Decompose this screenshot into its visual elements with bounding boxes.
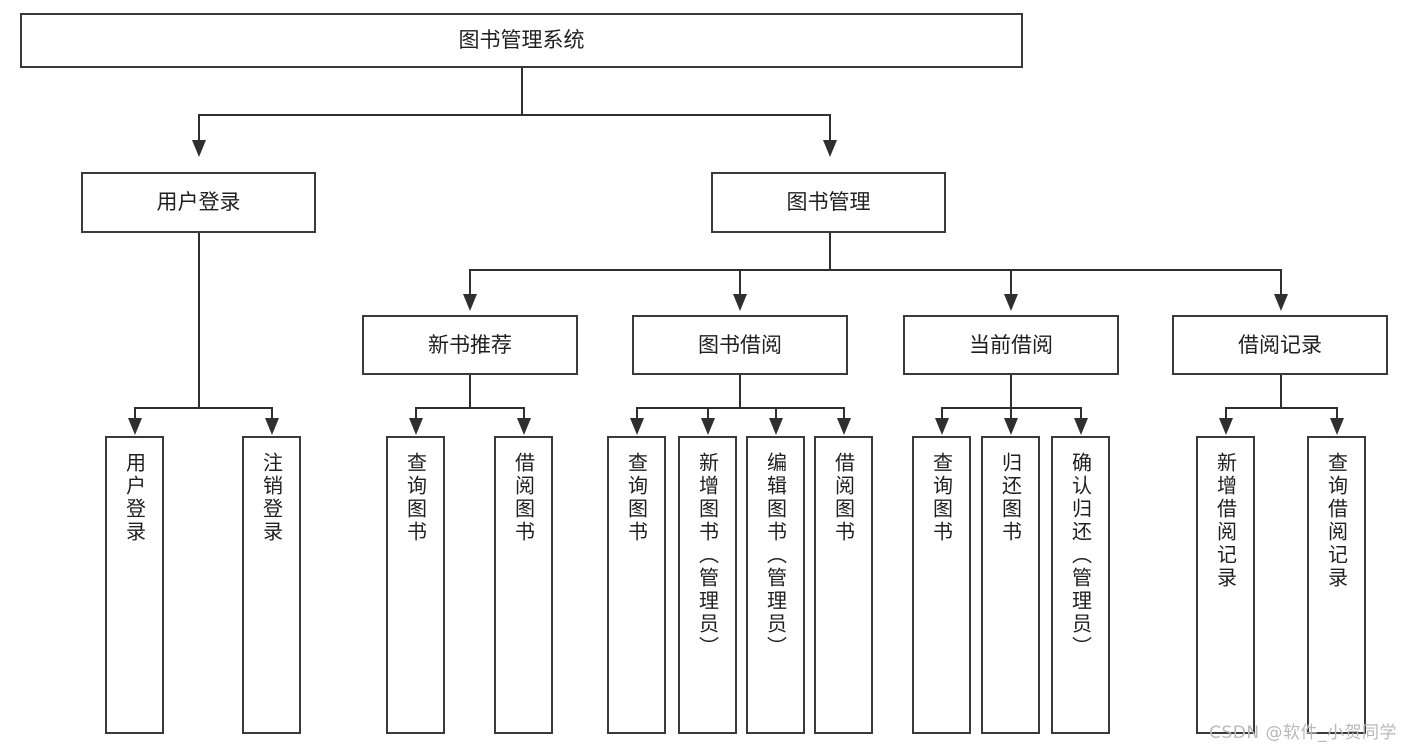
connector-current-borrow-drop-2 <box>1010 407 1012 420</box>
arrowhead-level3-3 <box>1004 294 1018 311</box>
connector-level3-bus <box>469 269 1280 271</box>
leaf-new-book-borrow[interactable]: 借阅图书 <box>494 436 553 734</box>
leaf-label: 注销登录 <box>259 452 284 544</box>
leaf-borrow-record-query[interactable]: 查询借阅记录 <box>1307 436 1366 734</box>
node-label: 图书管理 <box>786 190 871 215</box>
leaf-label: 编辑图书（管理员） <box>763 452 788 659</box>
connector-book-borrow-drop-3 <box>775 407 777 420</box>
node-current-borrow[interactable]: 当前借阅 <box>903 315 1119 375</box>
connector-level3-drop-1 <box>469 269 471 296</box>
arrowhead-book-borrow-1 <box>630 418 644 435</box>
leaf-label: 确认归还（管理员） <box>1068 452 1093 659</box>
node-label: 用户登录 <box>156 190 241 215</box>
leaf-label: 查询图书 <box>624 452 649 544</box>
connector-current-borrow-drop-1 <box>941 407 943 420</box>
leaf-label: 查询借阅记录 <box>1324 452 1349 590</box>
connector-level3-drop-2 <box>739 269 741 296</box>
arrowhead-new-book-2 <box>517 418 531 435</box>
arrowhead-book-borrow-3 <box>769 418 783 435</box>
connector-book-borrow-bus <box>636 407 843 409</box>
node-label: 当前借阅 <box>969 332 1053 357</box>
connector-user-login-stem <box>198 233 200 407</box>
connector-current-borrow-stem <box>1010 375 1012 407</box>
arrowhead-current-borrow-2 <box>1004 418 1018 435</box>
leaf-book-borrow-add[interactable]: 新增图书（管理员） <box>678 436 737 734</box>
leaf-new-book-query[interactable]: 查询图书 <box>386 436 445 734</box>
arrowhead-borrow-record-2 <box>1330 418 1344 435</box>
connector-root-stem <box>521 68 523 114</box>
node-root-book-management-system[interactable]: 图书管理系统 <box>20 13 1023 68</box>
arrowhead-current-borrow-3 <box>1074 418 1088 435</box>
leaf-label: 用户登录 <box>122 452 147 544</box>
connector-new-book-drop-1 <box>415 407 417 420</box>
connector-borrow-record-bus <box>1225 407 1336 409</box>
connector-level2-drop-1 <box>198 114 200 142</box>
connector-user-login-drop-1 <box>134 407 136 420</box>
connector-user-login-bus <box>134 407 271 409</box>
connector-borrow-record-drop-2 <box>1336 407 1338 420</box>
connector-level2-drop-2 <box>829 114 831 142</box>
connector-level3-drop-4 <box>1280 269 1282 296</box>
leaf-label: 查询图书 <box>929 452 954 544</box>
node-new-book-recommend[interactable]: 新书推荐 <box>362 315 578 375</box>
node-label: 新书推荐 <box>428 332 512 357</box>
csdn-watermark: CSDN @软件_小贺同学 <box>1209 723 1397 743</box>
leaf-label: 借阅图书 <box>511 452 536 544</box>
connector-book-borrow-drop-2 <box>707 407 709 420</box>
node-book-borrow[interactable]: 图书借阅 <box>632 315 848 375</box>
connector-level2-bus <box>198 114 831 116</box>
leaf-book-borrow-query[interactable]: 查询图书 <box>607 436 666 734</box>
leaf-label: 新增借阅记录 <box>1213 452 1238 590</box>
node-borrow-record[interactable]: 借阅记录 <box>1172 315 1388 375</box>
arrowhead-borrow-record-1 <box>1219 418 1233 435</box>
leaf-label: 查询图书 <box>403 452 428 544</box>
arrowhead-new-book-1 <box>409 418 423 435</box>
connector-new-book-bus <box>415 407 525 409</box>
arrowhead-level2-2 <box>823 140 837 157</box>
leaf-current-borrow-confirm-return[interactable]: 确认归还（管理员） <box>1051 436 1110 734</box>
connector-book-borrow-drop-4 <box>843 407 845 420</box>
arrowhead-book-borrow-2 <box>701 418 715 435</box>
leaf-user-login-login[interactable]: 用户登录 <box>105 436 164 734</box>
arrowhead-level3-2 <box>733 294 747 311</box>
arrowhead-user-login-2 <box>265 418 279 435</box>
connector-user-login-drop-2 <box>271 407 273 420</box>
arrowhead-user-login-1 <box>128 418 142 435</box>
connector-book-management-stem <box>829 233 831 269</box>
arrowhead-level2-1 <box>192 140 206 157</box>
leaf-user-login-logout[interactable]: 注销登录 <box>242 436 301 734</box>
arrowhead-level3-1 <box>463 294 477 311</box>
connector-level3-drop-3 <box>1010 269 1012 296</box>
leaf-borrow-record-add[interactable]: 新增借阅记录 <box>1196 436 1255 734</box>
connector-new-book-drop-2 <box>523 407 525 420</box>
node-label: 借阅记录 <box>1238 332 1322 357</box>
leaf-label: 归还图书 <box>998 452 1023 544</box>
connector-book-borrow-stem <box>739 375 741 407</box>
leaf-current-borrow-query[interactable]: 查询图书 <box>912 436 971 734</box>
connector-borrow-record-stem <box>1280 375 1282 407</box>
connector-borrow-record-drop-1 <box>1225 407 1227 420</box>
node-label: 图书管理系统 <box>458 28 585 53</box>
leaf-current-borrow-return[interactable]: 归还图书 <box>981 436 1040 734</box>
arrowhead-level3-4 <box>1274 294 1288 311</box>
connector-current-borrow-drop-3 <box>1080 407 1082 420</box>
leaf-label: 新增图书（管理员） <box>695 452 720 659</box>
node-user-login[interactable]: 用户登录 <box>81 172 316 233</box>
leaf-book-borrow-borrow[interactable]: 借阅图书 <box>814 436 873 734</box>
connector-new-book-stem <box>469 375 471 407</box>
node-book-management[interactable]: 图书管理 <box>711 172 946 233</box>
arrowhead-current-borrow-1 <box>935 418 949 435</box>
leaf-book-borrow-edit[interactable]: 编辑图书（管理员） <box>746 436 805 734</box>
leaf-label: 借阅图书 <box>831 452 856 544</box>
arrowhead-book-borrow-4 <box>837 418 851 435</box>
connector-book-borrow-drop-1 <box>636 407 638 420</box>
node-label: 图书借阅 <box>698 332 782 357</box>
